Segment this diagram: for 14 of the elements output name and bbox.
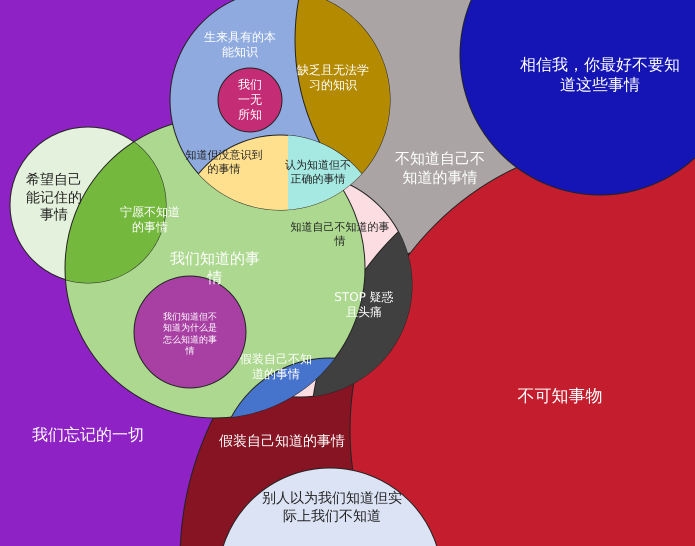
region-label: 我们一无所知	[237, 78, 263, 122]
region-label: 希望自己能记住的事情	[26, 172, 82, 224]
region-label: 宁愿不知道的事情	[119, 205, 181, 235]
region-label: 生来具有的本能知识	[203, 30, 277, 60]
region-label: 我们知道的事情	[170, 249, 260, 287]
region-label: 别人以为我们知道但实际上我们不知道	[261, 490, 403, 526]
region-label: 我们知道但不知道为什么是怎么知道的事情	[162, 312, 218, 358]
region-label: 相信我，你最好不要知道这些事情	[519, 55, 681, 95]
region-label: 假装自己知道的事情	[218, 433, 346, 451]
region-label: 缺乏且无法学习的知识	[296, 63, 370, 93]
region-label: 不知道自己不知道的事情	[394, 149, 486, 187]
region-label: 我们忘记的一切	[31, 425, 145, 445]
region-label: 不可知事物	[516, 386, 604, 408]
region-label: 认为知道但不正确的事情	[285, 158, 351, 186]
